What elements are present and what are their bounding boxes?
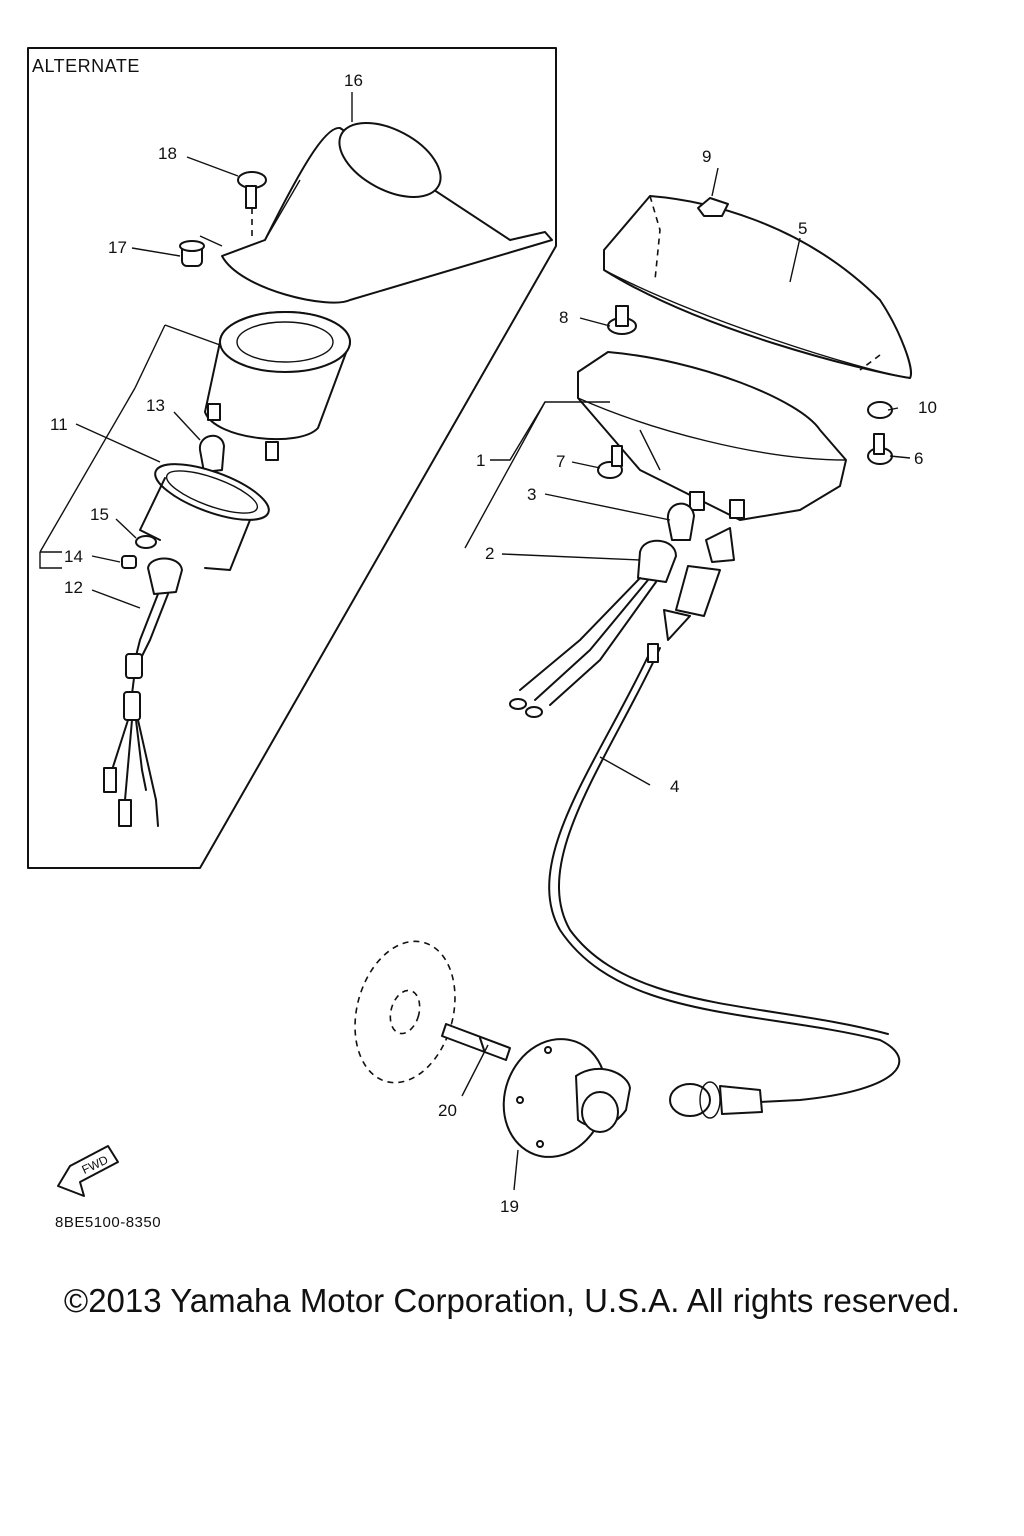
callout-3: 3 <box>527 485 536 504</box>
part-16-visor <box>221 122 553 304</box>
callout-18: 18 <box>158 144 177 163</box>
part-9-nut <box>697 197 729 217</box>
part-5-cover <box>603 195 912 379</box>
callout-12: 12 <box>64 578 83 597</box>
callout-14: 14 <box>64 547 83 566</box>
part-19-gear-unit <box>502 1038 631 1158</box>
callouts: 1 2 3 4 5 6 7 8 9 10 11 12 13 14 15 16 1… <box>50 71 937 1216</box>
part-2-socket <box>509 539 677 718</box>
part-12-socket-harness <box>103 557 183 827</box>
callout-20: 20 <box>438 1101 457 1120</box>
alternate-box <box>27 47 557 869</box>
part-10-nut <box>867 401 893 419</box>
part-17-grommet <box>179 235 223 267</box>
callout-4: 4 <box>670 777 679 796</box>
part-4-cable <box>548 647 901 1103</box>
part-6-screw <box>867 433 893 465</box>
part-3-bulb <box>666 502 695 541</box>
callout-15: 15 <box>90 505 109 524</box>
alternate-label: ALTERNATE <box>32 56 140 76</box>
part-11-bracket <box>139 463 270 571</box>
exploded-parts-diagram: FWD 1 2 3 4 5 6 7 8 <box>27 47 937 1216</box>
callout-2: 2 <box>485 544 494 563</box>
callout-7: 7 <box>556 452 565 471</box>
callout-10: 10 <box>918 398 937 417</box>
callout-6: 6 <box>914 449 923 468</box>
cable-upper-connector <box>663 527 735 641</box>
brake-disc <box>354 940 456 1084</box>
callout-13: 13 <box>146 396 165 415</box>
callout-5: 5 <box>798 219 807 238</box>
part-18-screw <box>237 171 267 238</box>
callout-11: 11 <box>50 415 68 434</box>
part-20-pin <box>441 1023 511 1061</box>
part-8-bolt <box>607 305 637 335</box>
diagram-part-code: 8BE5100-8350 <box>55 1214 162 1231</box>
callout-19: 19 <box>500 1197 519 1216</box>
part-13-bulb <box>198 435 225 473</box>
cable-lower-connector <box>669 1081 763 1119</box>
callout-17: 17 <box>108 238 127 257</box>
callout-16: 16 <box>344 71 363 90</box>
part-7-screw <box>597 445 623 479</box>
alternate-meter <box>204 311 351 461</box>
part-14-grommet <box>121 555 137 569</box>
part-1-meter-assembly <box>577 351 847 521</box>
callout-1: 1 <box>476 451 485 470</box>
callout-8: 8 <box>559 308 568 327</box>
part-15-grommet <box>135 535 157 549</box>
fwd-arrow: FWD <box>57 1145 119 1197</box>
callout-9: 9 <box>702 147 711 166</box>
copyright-notice: ©2013 Yamaha Motor Corporation, U.S.A. A… <box>63 1282 961 1319</box>
leader-lines <box>39 92 911 1191</box>
